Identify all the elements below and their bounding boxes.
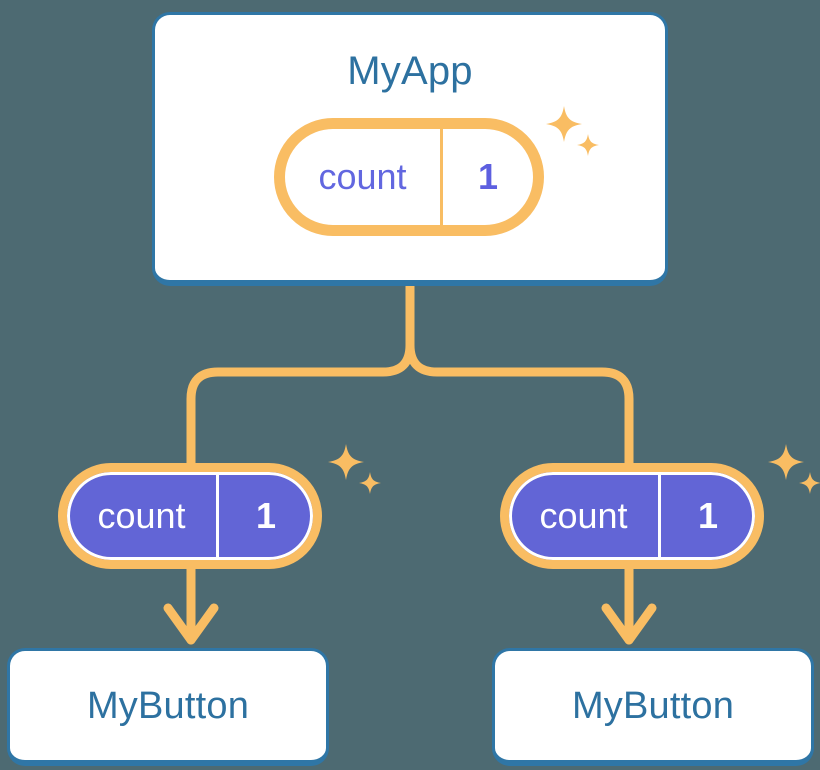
state-pill-myapp-wrapper: count 1	[274, 118, 544, 236]
state-pill-right-wrapper: count 1	[500, 463, 764, 569]
component-name-myapp: MyApp	[347, 49, 473, 93]
state-value-left: 1	[255, 495, 277, 536]
state-pill-left-wrapper: count 1	[58, 463, 322, 569]
sparkle-large-icon	[328, 444, 364, 480]
component-card-mybutton-left[interactable]: MyButton	[7, 648, 329, 766]
sparkle-large-icon	[768, 444, 804, 480]
component-name-mybutton-left: MyButton	[86, 684, 250, 727]
state-key-left: count	[67, 472, 219, 560]
state-pill-right[interactable]: count 1	[500, 463, 764, 569]
sparkle-small-icon	[799, 472, 820, 494]
component-name-mybutton-right: MyButton	[571, 684, 735, 727]
connector-branch-left	[186, 340, 415, 475]
sparkle-small-icon	[359, 472, 381, 494]
state-key-right: count	[509, 472, 661, 560]
sparkle-group-right	[762, 442, 820, 506]
state-pill-left[interactable]: count 1	[58, 463, 322, 569]
state-value-right: 1	[697, 495, 719, 536]
connector-branch-right	[405, 340, 634, 475]
state-pill-myapp[interactable]: count 1	[274, 118, 544, 236]
component-card-mybutton-right[interactable]: MyButton	[492, 648, 814, 766]
connector-arrow-head-right	[601, 603, 657, 645]
state-key-myapp: count	[285, 129, 443, 225]
connector-arrow-head-left	[163, 603, 219, 645]
state-value-myapp: 1	[477, 156, 499, 197]
sparkle-group-left	[322, 442, 386, 506]
